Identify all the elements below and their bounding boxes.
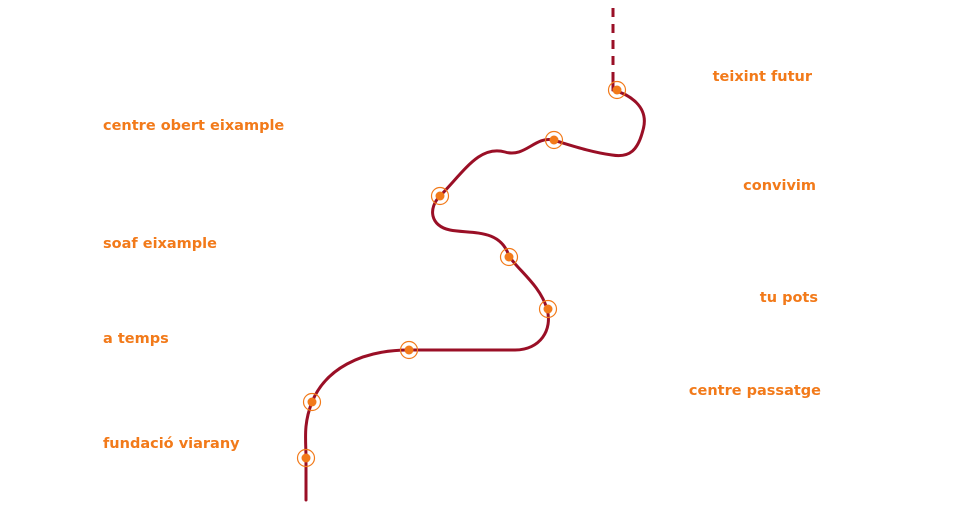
milestone-label-fundacio-viarany: fundació viarany <box>103 436 240 452</box>
marker-dot-soaf-eixample <box>504 252 514 262</box>
marker-ring-tu-pots <box>538 299 558 319</box>
milestone-label-soaf-eixample: soaf eixample <box>103 236 217 252</box>
marker-ring-a-temps <box>399 340 419 360</box>
marker-dot-teixint-futur <box>612 85 622 95</box>
marker-dot-tu-pots <box>543 304 553 314</box>
marker-ring-teixint-futur <box>607 80 627 100</box>
leader-lines <box>95 89 834 459</box>
marker-dot-convivim <box>435 191 445 201</box>
marker-ring-convivim <box>430 186 450 206</box>
milestone-label-tu-pots: tu pots <box>759 290 818 306</box>
milestone-label-centre-obert-eixample: centre obert eixample <box>103 118 285 134</box>
marker-ring-fundacio-viarany <box>296 448 316 468</box>
marker-ring-soaf-eixample <box>499 247 519 267</box>
milestone-label-a-temps: a temps <box>103 331 169 347</box>
marker-dot-centre-passatge <box>307 397 317 407</box>
marker-dot-centre-obert-eixample <box>549 135 559 145</box>
milestone-markers <box>296 80 627 468</box>
marker-ring-centre-obert-eixample <box>544 130 564 150</box>
milestone-label-teixint-futur: teixint futur <box>712 69 812 85</box>
marker-dot-a-temps <box>404 345 414 355</box>
milestone-label-convivim: convivim <box>743 178 816 194</box>
timeline-path <box>304 74 646 502</box>
milestone-label-centre-passatge: centre passatge <box>688 383 821 399</box>
marker-ring-centre-passatge <box>302 392 322 412</box>
marker-dot-fundacio-viarany <box>301 453 311 463</box>
